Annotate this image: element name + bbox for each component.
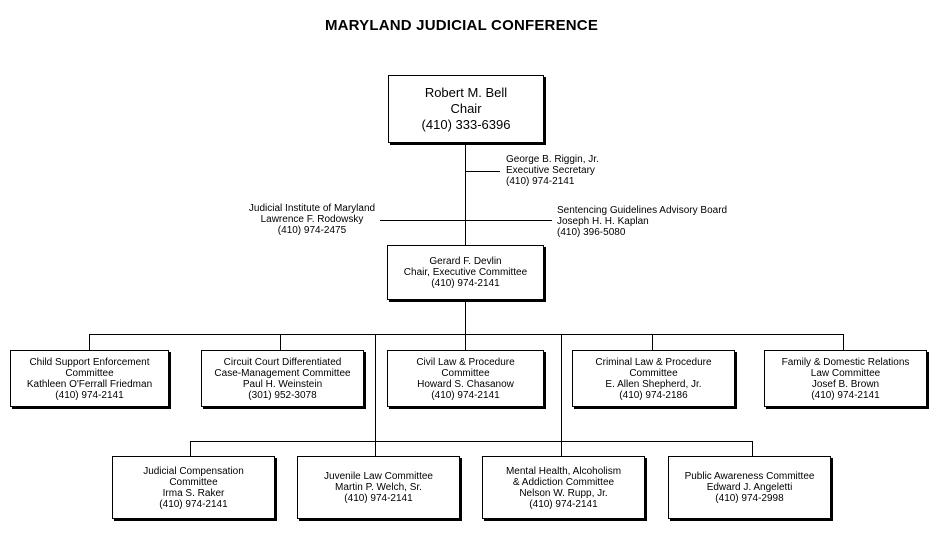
committee-title-line2: Committee: [169, 476, 218, 488]
committee-judicial-compensation: Judicial Compensation Committee Irma S. …: [112, 456, 275, 519]
committee-chair-name: Howard S. Chasanow: [417, 378, 514, 390]
committee-child-support: Child Support Enforcement Committee Kath…: [10, 350, 169, 407]
sentencing-board-phone: (410) 396-5080: [557, 227, 626, 238]
executive-committee-box: Gerard F. Devlin Chair, Executive Commit…: [387, 245, 544, 300]
executive-secretary-name: George B. Riggin, Jr.: [506, 154, 599, 165]
judicial-institute-phone: (410) 974-2475: [277, 225, 347, 236]
committee-phone: (301) 952-3078: [248, 389, 317, 401]
sentencing-board-name: Joseph H. H. Kaplan: [557, 216, 649, 227]
executive-secretary-note: George B. Riggin, Jr. Executive Secretar…: [506, 154, 599, 187]
judicial-institute-org: Judicial Institute of Maryland: [248, 203, 376, 214]
sentencing-board-org: Sentencing Guidelines Advisory Board: [557, 205, 728, 216]
chair-name: Robert M. Bell: [424, 85, 508, 100]
committee-phone: (410) 974-2998: [715, 493, 784, 504]
executive-secretary-phone: (410) 974-2141: [506, 176, 575, 187]
committee-chair-name: Martin P. Welch, Sr.: [335, 482, 422, 493]
committee-title-line1: Judicial Compensation: [143, 465, 244, 477]
committee-phone: (410) 974-2141: [344, 493, 413, 504]
committee-chair-name: E. Allen Shepherd, Jr.: [605, 378, 702, 390]
committee-title-line1: Civil Law & Procedure: [416, 356, 515, 368]
committee-chair-name: Kathleen O'Ferrall Friedman: [26, 378, 153, 390]
committee-criminal-law: Criminal Law & Procedure Committee E. Al…: [572, 350, 735, 407]
committee-chair-name: Nelson W. Rupp, Jr.: [519, 487, 608, 499]
executive-committee-role: Chair, Executive Committee: [403, 267, 528, 278]
committee-phone: (410) 974-2141: [159, 498, 228, 510]
committee-title-line1: Public Awareness Committee: [684, 471, 815, 482]
committee-title-line2: Law Committee: [810, 367, 881, 379]
committee-phone: (410) 974-2141: [529, 498, 598, 510]
chair-phone: (410) 333-6396: [421, 117, 511, 132]
executive-committee-name: Gerard F. Devlin: [429, 256, 502, 267]
chair-role: Chair: [450, 101, 482, 116]
sentencing-board-note: Sentencing Guidelines Advisory Board Jos…: [557, 205, 727, 238]
committee-chair-name: Edward J. Angeletti: [706, 482, 793, 493]
committee-phone: (410) 974-2186: [619, 389, 688, 401]
committee-title-line1: Criminal Law & Procedure: [595, 356, 712, 368]
committee-phone: (410) 974-2141: [55, 389, 124, 401]
committee-title-line2: Committee: [65, 367, 114, 379]
committee-juvenile-law: Juvenile Law Committee Martin P. Welch, …: [297, 456, 460, 519]
committee-title-line2: Case-Management Committee: [214, 367, 351, 379]
chair-box: Robert M. Bell Chair (410) 333-6396: [388, 75, 544, 143]
committee-title-line1: Mental Health, Alcoholism: [505, 465, 622, 477]
committee-chair-name: Josef B. Brown: [811, 378, 880, 390]
committee-title-line1: Circuit Court Differentiated: [223, 356, 342, 368]
judicial-institute-name: Lawrence F. Rodowsky: [260, 214, 364, 225]
committee-family-law: Family & Domestic Relations Law Committe…: [764, 350, 927, 407]
committee-title-line2: & Addiction Committee: [512, 476, 615, 488]
executive-secretary-role: Executive Secretary: [506, 165, 595, 176]
committee-chair-name: Paul H. Weinstein: [242, 378, 323, 390]
committee-chair-name: Irma S. Raker: [162, 487, 225, 499]
committee-phone: (410) 974-2141: [811, 389, 880, 401]
committee-mental-health: Mental Health, Alcoholism & Addiction Co…: [482, 456, 645, 519]
committee-civil-law: Civil Law & Procedure Committee Howard S…: [387, 350, 544, 407]
judicial-institute-note: Judicial Institute of Maryland Lawrence …: [232, 203, 392, 236]
committee-title-line1: Child Support Enforcement: [29, 356, 150, 368]
page-title: MARYLAND JUDICIAL CONFERENCE: [324, 17, 599, 34]
committee-circuit-court: Circuit Court Differentiated Case-Manage…: [201, 350, 364, 407]
committee-title-line1: Family & Domestic Relations: [781, 356, 910, 368]
committee-title-line1: Juvenile Law Committee: [324, 471, 433, 482]
committee-title-line2: Committee: [629, 367, 678, 379]
executive-committee-phone: (410) 974-2141: [431, 278, 500, 289]
committee-title-line2: Committee: [441, 367, 490, 379]
committee-phone: (410) 974-2141: [431, 389, 500, 401]
committee-public-awareness: Public Awareness Committee Edward J. Ang…: [668, 456, 831, 519]
